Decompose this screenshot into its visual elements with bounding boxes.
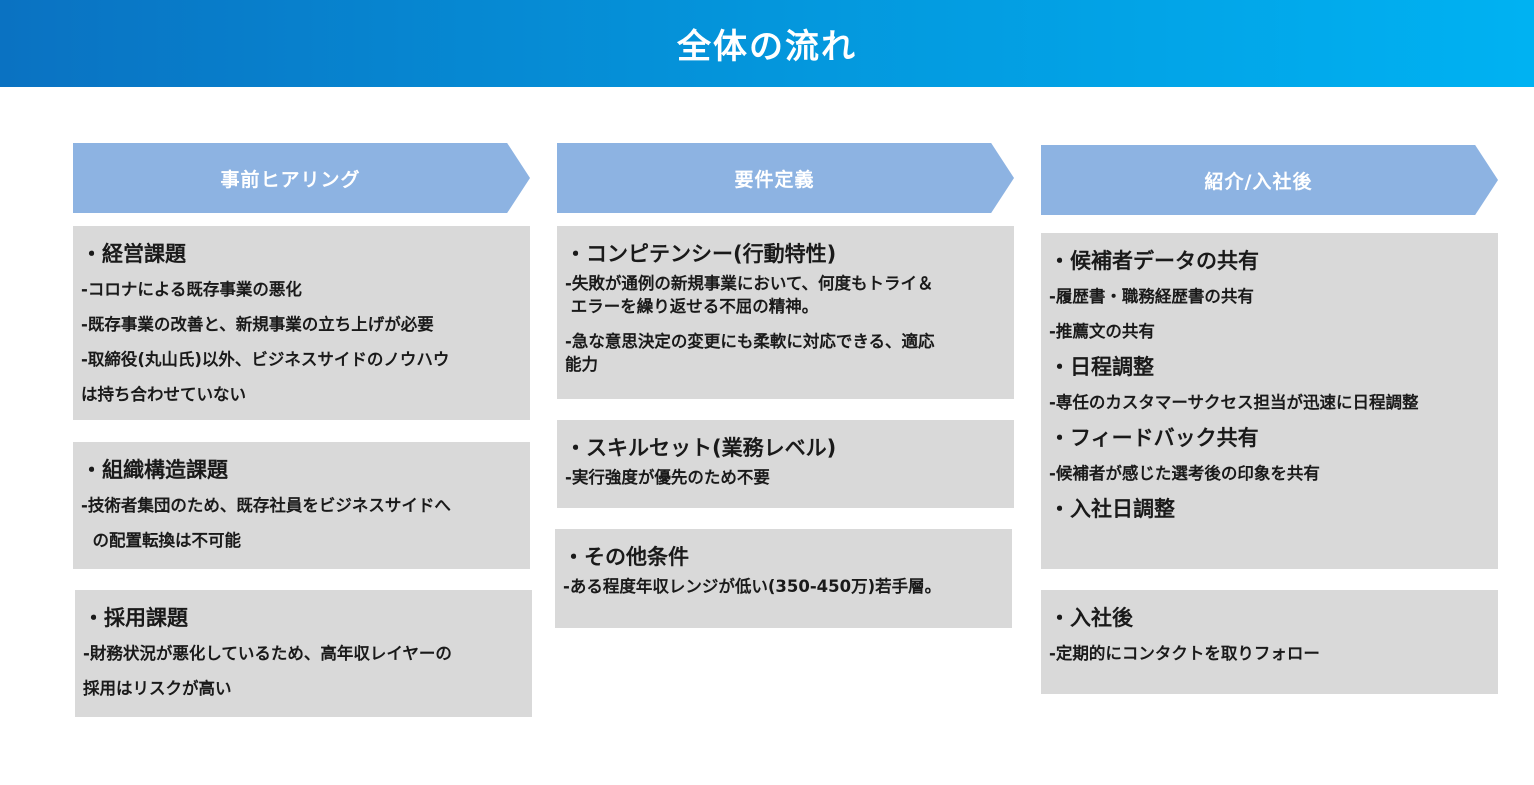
detail-box: ・経営課題 -コロナによる既存事業の悪化 -既存事業の改善と、新規事業の立ち上げが必… xyxy=(73,226,530,420)
box-heading: ・コンピテンシー(行動特性) xyxy=(565,242,837,266)
step-arrow-3: 紹介/入社後 xyxy=(1041,145,1498,215)
box-heading: ・入社後 xyxy=(1049,606,1133,630)
detail-box: ・採用課題 -財務状況が悪化しているため、高年収レイヤーの採用はリスクが高い xyxy=(75,590,532,717)
detail-box: ・組織構造課題 -技術者集団のため、既存社員をビジネスサイドへ の配置転換は不可能 xyxy=(73,442,530,569)
box-item: -取締役(丸山氏)以外、ビジネスサイドのノウハウ xyxy=(81,350,450,369)
box-heading: ・経営課題 xyxy=(81,242,186,266)
step-arrow-1: 事前ヒアリング xyxy=(73,143,530,213)
box-heading: ・入社日調整 xyxy=(1049,497,1175,521)
box-heading: ・採用課題 xyxy=(83,606,188,630)
box-item: -技術者集団のため、既存社員をビジネスサイドへ xyxy=(81,496,451,515)
box-item: -ある程度年収レンジが低い(350-450万)若手層。 xyxy=(563,577,942,596)
box-heading: ・スキルセット(業務レベル) xyxy=(565,436,837,460)
box-heading: ・日程調整 xyxy=(1049,355,1154,379)
box-item: -履歴書・職務経歴書の共有 xyxy=(1049,287,1254,306)
box-item: -推薦文の共有 xyxy=(1049,322,1155,341)
detail-box: ・その他条件 -ある程度年収レンジが低い(350-450万)若手層。 xyxy=(555,529,1012,628)
detail-box: ・候補者データの共有 -履歴書・職務経歴書の共有 -推薦文の共有・日程調整 -専任のカ… xyxy=(1041,233,1498,569)
box-item: -専任のカスタマーサクセス担当が迅速に日程調整 xyxy=(1049,393,1419,412)
box-item: 能力 xyxy=(565,355,598,374)
box-item: -候補者が感じた選考後の印象を共有 xyxy=(1049,464,1320,483)
step-label: 紹介/入社後 xyxy=(1204,170,1313,193)
box-item: -既存事業の改善と、新規事業の立ち上げが必要 xyxy=(81,315,434,334)
box-item: の配置転換は不可能 xyxy=(81,531,241,550)
detail-box: ・コンピテンシー(行動特性) -失敗が通例の新規事業において、何度もトライ＆ エラ… xyxy=(557,226,1014,399)
box-item: -財務状況が悪化しているため、高年収レイヤーの xyxy=(83,644,452,663)
box-heading: ・フィードバック共有 xyxy=(1049,426,1259,450)
step-label: 要件定義 xyxy=(734,168,815,191)
box-item: -実行強度が優先のため不要 xyxy=(565,468,770,487)
step-arrow-2: 要件定義 xyxy=(557,143,1014,213)
box-item: -失敗が通例の新規事業において、何度もトライ＆ xyxy=(565,274,934,293)
box-item: -コロナによる既存事業の悪化 xyxy=(81,280,302,299)
box-item: エラーを繰り返せる不屈の精神。 xyxy=(565,297,819,316)
box-item: -定期的にコンタクトを取りフォロー xyxy=(1049,644,1320,663)
box-heading: ・その他条件 xyxy=(563,545,689,569)
box-heading: ・候補者データの共有 xyxy=(1049,249,1259,273)
box-heading: ・組織構造課題 xyxy=(81,458,228,482)
box-item: は持ち合わせていない xyxy=(81,385,246,404)
detail-box: ・スキルセット(業務レベル) -実行強度が優先のため不要 xyxy=(557,420,1014,508)
box-item: -急な意思決定の変更にも柔軟に対応できる、適応 xyxy=(565,332,935,351)
step-label: 事前ヒアリング xyxy=(220,168,361,191)
box-item: 採用はリスクが高い xyxy=(83,679,232,698)
title-banner: 全体の流れ xyxy=(0,0,1534,87)
page-title: 全体の流れ xyxy=(677,27,857,67)
detail-box: ・入社後 -定期的にコンタクトを取りフォロー xyxy=(1041,590,1498,694)
